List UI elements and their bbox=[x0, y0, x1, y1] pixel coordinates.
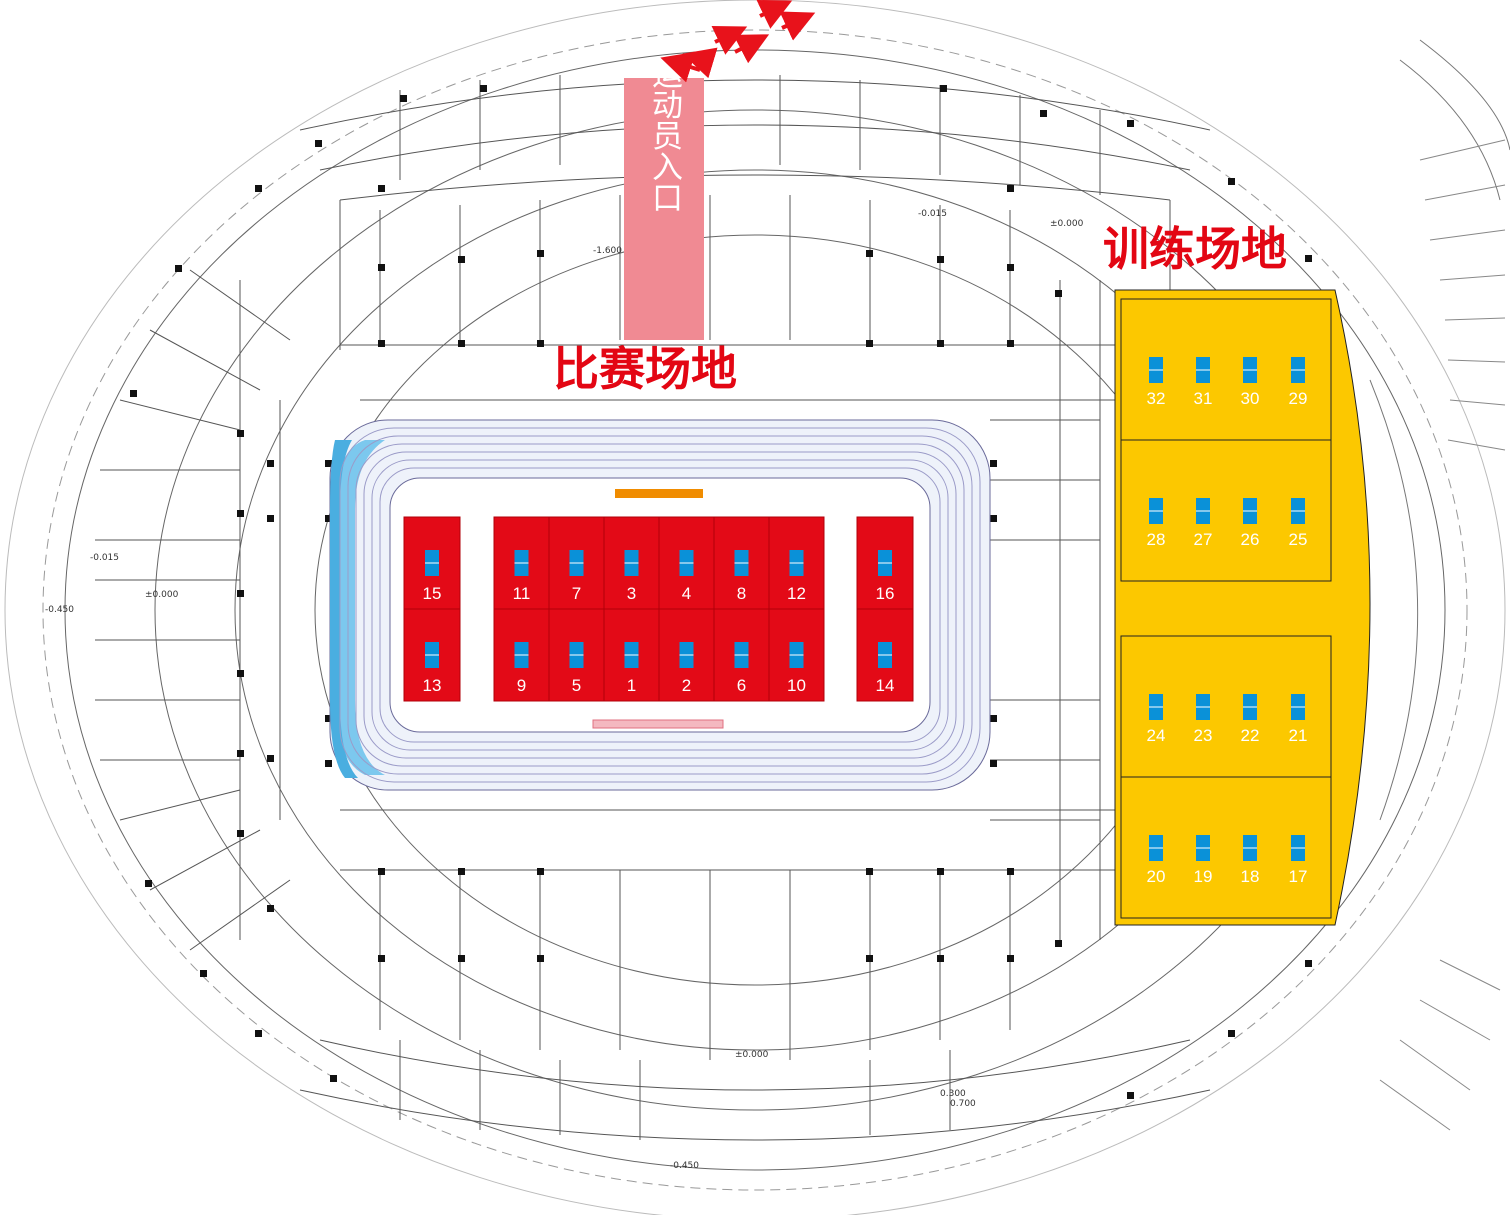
training-court: 27 bbox=[1194, 498, 1213, 549]
svg-text:0.700: 0.700 bbox=[950, 1099, 976, 1109]
training-court-block: 20 19 18 17 bbox=[1120, 776, 1332, 919]
training-court: 19 bbox=[1194, 835, 1213, 886]
training-court: 32 bbox=[1147, 357, 1166, 408]
court-number: 12 bbox=[787, 584, 806, 603]
svg-text:±0.000: ±0.000 bbox=[735, 1050, 769, 1060]
court-number: 27 bbox=[1194, 530, 1213, 549]
competition-court: 8 bbox=[713, 516, 770, 610]
court-number: 22 bbox=[1241, 726, 1260, 745]
competition-court: 12 bbox=[768, 516, 825, 610]
competition-court: 10 bbox=[768, 608, 825, 702]
officials-table bbox=[615, 489, 703, 498]
building-rooms bbox=[95, 75, 1211, 1141]
svg-text:±0.000: ±0.000 bbox=[1050, 219, 1084, 229]
svg-text:-1.600: -1.600 bbox=[593, 246, 622, 256]
competition-court: 16 bbox=[856, 516, 914, 610]
athlete-entrance: 运动员入口 bbox=[624, 58, 704, 340]
svg-text:-0.015: -0.015 bbox=[918, 209, 947, 219]
entry-arrows bbox=[660, 0, 816, 83]
court-number: 26 bbox=[1241, 530, 1260, 549]
court-number: 23 bbox=[1194, 726, 1213, 745]
competition-court: 6 bbox=[713, 608, 770, 702]
competition-court: 4 bbox=[658, 516, 715, 610]
court-number: 1 bbox=[627, 676, 636, 695]
court-number: 7 bbox=[572, 584, 581, 603]
competition-court: 14 bbox=[856, 608, 914, 702]
svg-text:-0.450: -0.450 bbox=[45, 605, 74, 615]
competition-court: 11 bbox=[493, 516, 550, 610]
competition-court: 9 bbox=[493, 608, 550, 702]
court-number: 15 bbox=[423, 584, 442, 603]
court-number: 32 bbox=[1147, 389, 1166, 408]
court-number: 13 bbox=[423, 676, 442, 695]
court-number: 4 bbox=[682, 584, 691, 603]
court-number: 24 bbox=[1147, 726, 1166, 745]
court-number: 6 bbox=[737, 676, 746, 695]
training-court: 25 bbox=[1289, 498, 1308, 549]
seating-rows bbox=[339, 427, 981, 783]
court-number: 11 bbox=[513, 584, 531, 603]
training-court: 26 bbox=[1241, 498, 1260, 549]
training-court: 23 bbox=[1194, 694, 1213, 745]
court-number: 10 bbox=[787, 676, 806, 695]
elevation-marks: -0.450 -0.015 ±0.000 -1.600 -0.015 ±0.00… bbox=[45, 209, 1084, 1171]
training-venue-label: 训练场地 bbox=[1103, 222, 1287, 276]
competition-court: 13 bbox=[403, 608, 461, 702]
competition-court: 2 bbox=[658, 608, 715, 702]
training-court: 31 bbox=[1194, 357, 1213, 408]
training-court-block: 28 27 26 25 bbox=[1120, 439, 1332, 582]
training-court: 30 bbox=[1241, 357, 1260, 408]
training-court: 24 bbox=[1147, 694, 1166, 745]
training-court: 29 bbox=[1289, 357, 1308, 408]
training-area: 32 31 30 29 28 27 26 25 24 23 22 21 20 19 18 17 bbox=[1114, 289, 1371, 926]
court-number: 3 bbox=[627, 584, 636, 603]
svg-text:0.300: 0.300 bbox=[940, 1089, 966, 1099]
court-number: 5 bbox=[572, 676, 581, 695]
training-courts: 32 31 30 29 28 27 26 25 24 23 22 21 20 19 18 17 bbox=[1120, 298, 1332, 919]
training-court: 17 bbox=[1289, 835, 1308, 886]
court-number: 20 bbox=[1147, 867, 1166, 886]
court-number: 31 bbox=[1194, 389, 1213, 408]
training-court: 21 bbox=[1289, 694, 1308, 745]
outer-stands-right-hatching bbox=[1379, 139, 1506, 1131]
court-number: 29 bbox=[1289, 389, 1308, 408]
outer-stands-right bbox=[1369, 39, 1510, 821]
svg-text:-0.015: -0.015 bbox=[90, 553, 119, 563]
athlete-entrance-label: 运动员入口 bbox=[646, 58, 682, 213]
competition-venue-label: 比赛场地 bbox=[553, 342, 737, 396]
court-number: 16 bbox=[876, 584, 895, 603]
court-number: 30 bbox=[1241, 389, 1260, 408]
competition-court: 5 bbox=[548, 608, 605, 702]
court-number: 2 bbox=[682, 676, 691, 695]
court-number: 14 bbox=[876, 676, 895, 695]
competition-court: 3 bbox=[603, 516, 660, 610]
court-number: 9 bbox=[517, 676, 526, 695]
court-number: 19 bbox=[1194, 867, 1213, 886]
competition-court: 15 bbox=[403, 516, 461, 610]
svg-text:-0.450: -0.450 bbox=[670, 1161, 699, 1171]
court-number: 8 bbox=[737, 584, 746, 603]
svg-text:±0.000: ±0.000 bbox=[145, 590, 179, 600]
training-court: 22 bbox=[1241, 694, 1260, 745]
court-number: 17 bbox=[1289, 867, 1308, 886]
training-court: 28 bbox=[1147, 498, 1166, 549]
training-court: 18 bbox=[1241, 835, 1260, 886]
competition-court: 1 bbox=[603, 608, 660, 702]
court-number: 21 bbox=[1289, 726, 1308, 745]
competition-court: 7 bbox=[548, 516, 605, 610]
training-court-block: 24 23 22 21 bbox=[1120, 635, 1332, 778]
court-number: 18 bbox=[1241, 867, 1260, 886]
court-number: 25 bbox=[1289, 530, 1308, 549]
court-number: 28 bbox=[1147, 530, 1166, 549]
training-court: 20 bbox=[1147, 835, 1166, 886]
